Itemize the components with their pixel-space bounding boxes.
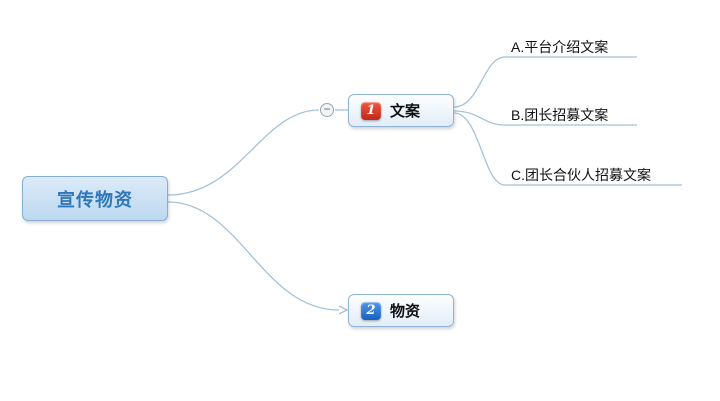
branch-node-label: 文案	[390, 103, 421, 120]
leaf-node-partner-recruit[interactable]: C.团长合伙人招募文案	[511, 167, 651, 183]
root-node[interactable]: 宣传物资	[22, 176, 168, 221]
branch-node-label: 物资	[390, 303, 421, 320]
branch-node-copywriting[interactable]: 1 文案	[348, 94, 454, 127]
root-node-label: 宣传物资	[57, 189, 133, 210]
priority-1-badge: 1	[361, 101, 381, 120]
branch-node-materials[interactable]: 2 物资	[348, 294, 454, 327]
leaf-node-leader-recruit[interactable]: B.团长招募文案	[511, 107, 609, 123]
leaf-node-platform-intro[interactable]: A.平台介绍文案	[511, 39, 609, 55]
priority-2-badge: 2	[361, 301, 381, 320]
collapse-minus-icon[interactable]: −	[320, 103, 334, 117]
